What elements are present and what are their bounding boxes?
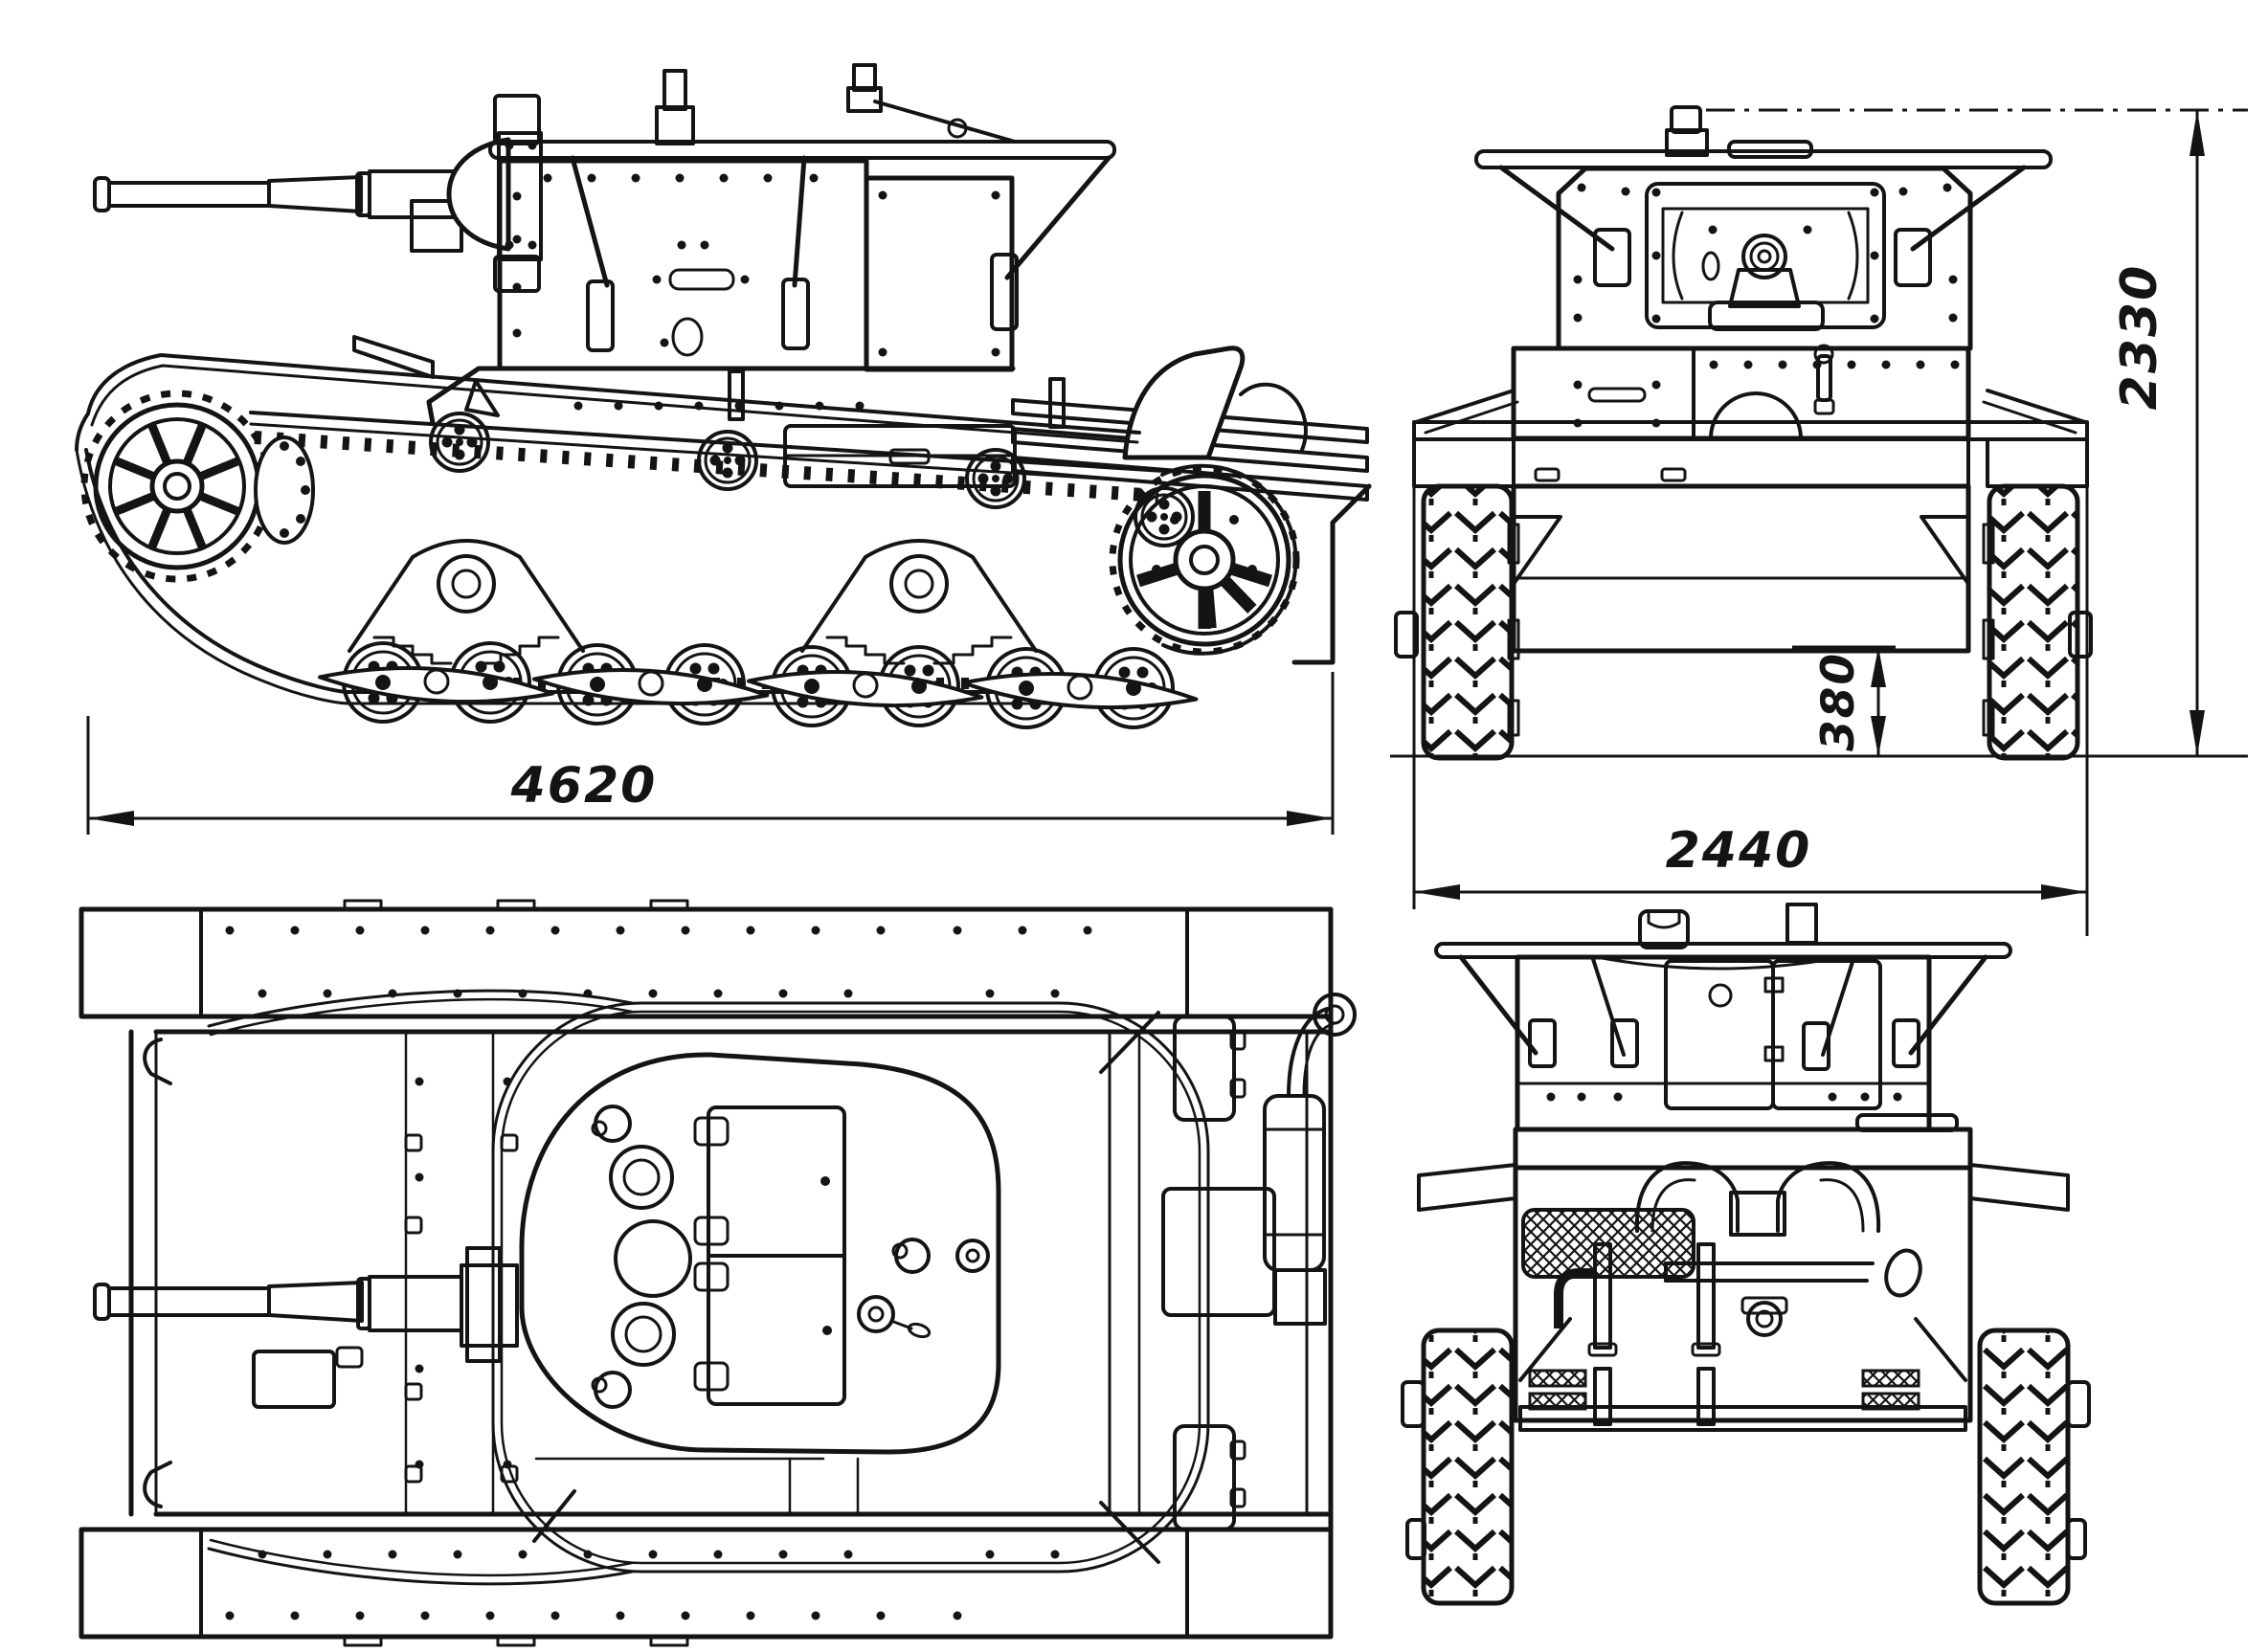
front-starter-crank xyxy=(1813,344,1835,415)
rear-turret xyxy=(1515,954,1932,1132)
front-axle-stub xyxy=(1394,611,1419,659)
rear-track-left xyxy=(1401,1328,1515,1606)
side-hull xyxy=(426,346,1372,665)
front-view-drawing: 380 2330 2440 xyxy=(1390,105,2248,936)
side-turret-rivets xyxy=(505,141,1000,357)
rear-tow-gear xyxy=(1587,1242,1788,1426)
side-return-roller xyxy=(697,430,758,491)
top-tow-hook xyxy=(143,1461,172,1508)
front-track-left xyxy=(1394,483,1520,761)
side-track-tensioner xyxy=(254,435,315,545)
top-turret xyxy=(519,1052,1001,1455)
dimension-width: 2440 xyxy=(1412,444,2089,936)
front-lower-hull xyxy=(1511,483,1971,654)
rear-air-ducts xyxy=(1634,1161,1881,1237)
dimension-length-label: 4620 xyxy=(510,757,658,815)
side-bogie xyxy=(800,539,1038,665)
side-turret xyxy=(488,63,1116,372)
dimension-height: 2330 xyxy=(1706,108,2248,756)
side-running-gear xyxy=(75,390,1300,729)
rear-track-right xyxy=(1977,1328,2091,1606)
top-antenna-loop xyxy=(207,989,1210,1586)
side-view-drawing: 4620 xyxy=(75,63,1372,835)
top-gun-barrel xyxy=(93,1246,519,1363)
top-driver-hatch xyxy=(252,1350,336,1409)
top-view-drawing xyxy=(79,899,1357,1647)
top-turret-hatches xyxy=(693,1105,846,1406)
rear-view-drawing xyxy=(1401,903,2091,1606)
front-hull-rivets xyxy=(1709,360,1960,369)
dimension-clearance-label: 380 xyxy=(1812,652,1865,751)
rear-mudguards xyxy=(1417,1163,2070,1212)
side-antenna-rail xyxy=(488,140,1116,160)
front-gun-mount xyxy=(1645,182,1886,331)
dimension-length: 4620 xyxy=(86,672,1335,835)
top-exhaust-outlet xyxy=(1287,993,1357,1098)
top-rear-hatch xyxy=(1161,1187,1276,1317)
top-muffler xyxy=(1263,1094,1327,1326)
front-transmission-arch xyxy=(1709,391,1803,440)
dimension-ground-clearance: 380 xyxy=(1792,645,1896,756)
front-track-right xyxy=(1982,483,2093,761)
rear-hull xyxy=(1513,1113,1973,1432)
rear-hatch-doors xyxy=(1664,959,1882,1110)
side-idler-wheel xyxy=(80,390,274,583)
front-periscope xyxy=(1665,105,1813,159)
dimension-width-label: 2440 xyxy=(1666,822,1812,880)
front-turret-rivets xyxy=(1573,183,1958,324)
side-drive-sprocket xyxy=(1109,464,1300,656)
side-gun-barrel xyxy=(93,94,543,293)
top-band-rivets xyxy=(225,926,1092,998)
top-band-rivets xyxy=(225,1550,1060,1620)
front-axle-stub xyxy=(2068,611,2093,659)
top-track-band-upper xyxy=(79,899,1334,1019)
side-fender xyxy=(86,335,1141,444)
front-turret xyxy=(1556,166,1973,351)
side-return-roller xyxy=(429,412,490,473)
side-hull-rear xyxy=(1291,483,1372,665)
dimension-height-label: 2330 xyxy=(2111,264,2168,411)
top-engine-deck xyxy=(534,993,1357,1531)
top-tow-hook xyxy=(143,1038,172,1085)
side-exhaust-fin xyxy=(1122,346,1308,460)
top-louver-hatch xyxy=(1173,1424,1236,1531)
top-louver-hatch xyxy=(1173,1015,1236,1122)
rear-periscope xyxy=(1638,903,1818,949)
side-periscope xyxy=(662,69,687,111)
top-track-band-lower xyxy=(79,1527,1334,1647)
front-hull xyxy=(1511,344,1971,654)
